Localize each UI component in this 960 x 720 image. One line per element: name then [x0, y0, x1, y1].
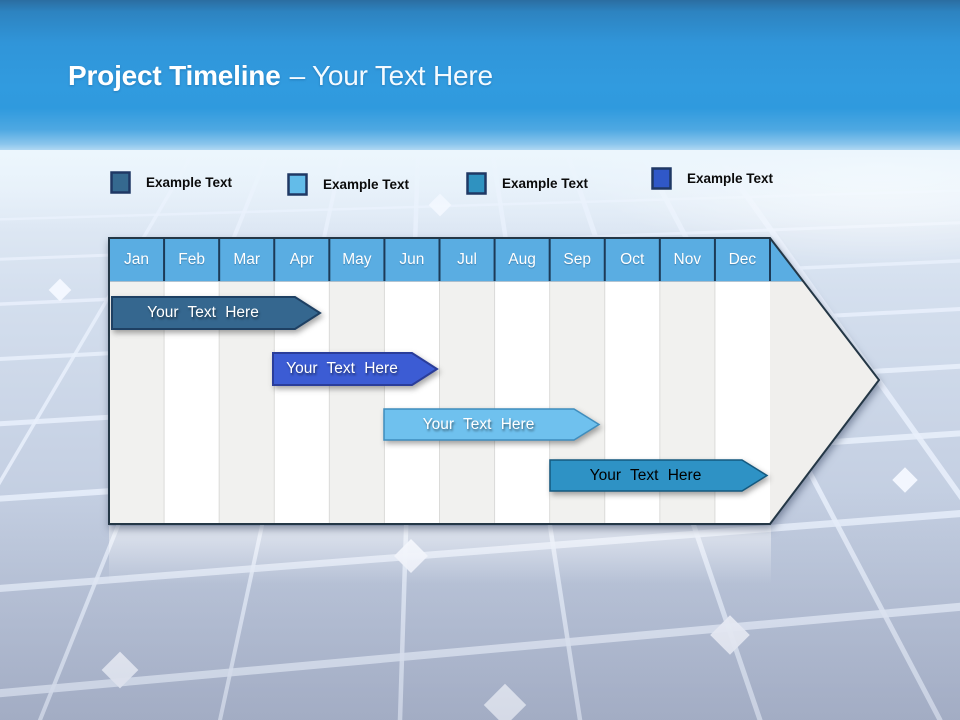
month-cell: Dec: [728, 251, 757, 268]
month-cell: Jan: [124, 251, 150, 268]
legend-swatch-icon: [110, 171, 131, 194]
arrow-shape: [549, 459, 769, 492]
legend-item-4: Example Text: [651, 167, 773, 190]
table-reflection: [109, 526, 771, 584]
arrow-shape: [383, 408, 601, 441]
month-cell: May: [342, 251, 372, 268]
page-title: Project Timeline–Your Text Here: [68, 60, 493, 92]
task-bar-label: Your Text Here: [589, 466, 702, 484]
task-bar-label: Your Text Here: [422, 415, 535, 433]
legend-item-3: Example Text: [466, 172, 588, 195]
legend-label: Example Text: [146, 175, 233, 190]
month-cell: Aug: [508, 251, 536, 268]
month-cell: Oct: [620, 251, 645, 268]
timeline-chart: Jan Feb Mar Apr May Jun Jul Aug Sep Oct …: [108, 237, 884, 530]
arrow-shape: [111, 296, 322, 330]
arrow-outline: [108, 237, 881, 525]
title-primary: Project Timeline: [68, 60, 281, 91]
legend-swatch-icon: [651, 167, 672, 190]
header-separators: [163, 238, 771, 281]
legend-item-1: Example Text: [110, 171, 232, 194]
task-bar-3: Your Text Here: [383, 408, 601, 441]
month-cell: Jul: [457, 251, 477, 268]
month-cell: Mar: [233, 251, 261, 268]
legend-label: Example Text: [502, 176, 589, 191]
month-cell: Feb: [178, 251, 205, 268]
month-cell: Jun: [399, 251, 425, 268]
task-bar-label: Your Text Here: [286, 360, 398, 377]
legend-swatch-icon: [287, 173, 308, 196]
task-bar-label: Your Text Here: [147, 304, 259, 321]
legend-label: Example Text: [323, 177, 410, 192]
legend-swatch-icon: [466, 172, 487, 195]
legend-label: Example Text: [687, 171, 774, 186]
legend-item-2: Example Text: [287, 173, 409, 196]
month-cell: Nov: [673, 251, 702, 268]
arrow-shape: [272, 352, 439, 386]
task-bar-2: Your Text Here: [272, 352, 439, 386]
title-separator: –: [289, 60, 306, 91]
task-bar-4: Your Text Here: [549, 459, 769, 492]
month-cell: Apr: [289, 251, 314, 268]
task-bar-1: Your Text Here: [111, 296, 322, 330]
month-cell: Sep: [563, 251, 591, 268]
month-header-row: Jan Feb Mar Apr May Jun Jul Aug Sep Oct …: [109, 238, 770, 281]
title-secondary: Your Text Here: [311, 60, 493, 91]
